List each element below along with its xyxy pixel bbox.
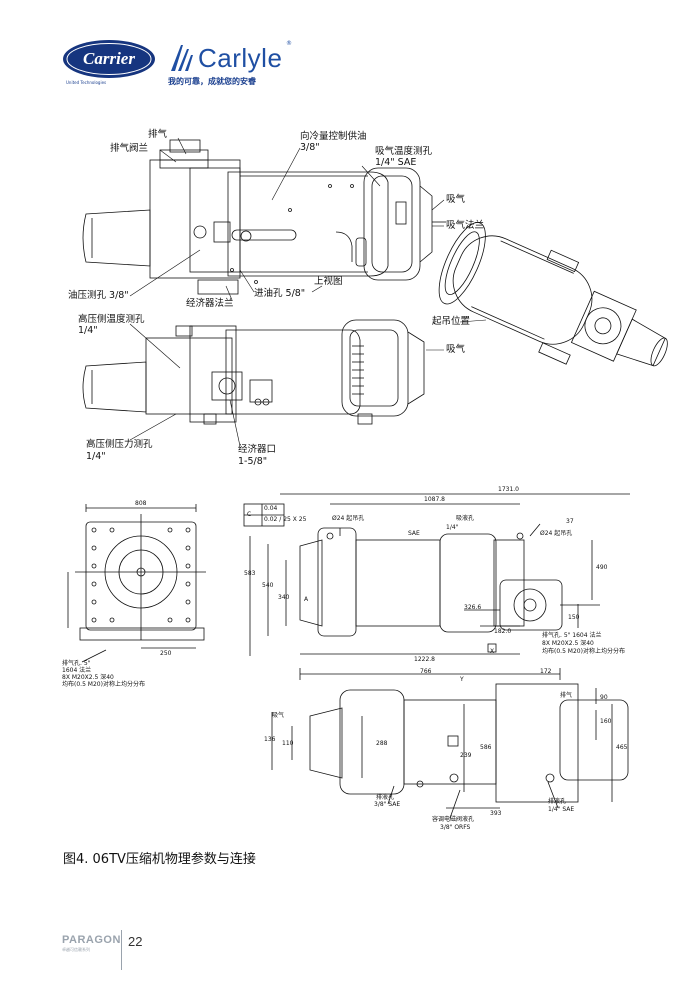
carrier-logo: Carrier: [63, 40, 155, 78]
datum-y: Y: [460, 676, 464, 683]
dim-150: 150: [568, 614, 580, 621]
label-hp-temp-size: 1/4": [78, 325, 98, 336]
label-exhaust-flange: 排气阀兰: [110, 143, 149, 154]
lift-hole-right: Ø24 起吊孔: [540, 530, 573, 537]
dim-quarter: 1/4": [446, 524, 459, 531]
label-hp-pressure: 高压侧压力测孔: [86, 439, 153, 450]
label-exhaust: 排气: [148, 129, 168, 140]
flatness-b: 0.02 / 25 X 25: [264, 516, 307, 523]
label-oil-port: 油压测孔 3/8": [68, 290, 129, 301]
discharge-note: 吸液孔: [456, 515, 475, 522]
drain-port-right: 排液孔: [548, 798, 567, 805]
dim-583: 583: [244, 570, 256, 577]
dim-sae: SAE: [408, 530, 420, 537]
trademark-mark: ®: [286, 40, 292, 47]
dim-540: 540: [262, 582, 274, 589]
dim-766: 766: [420, 668, 432, 675]
dim-340: 340: [278, 594, 290, 601]
suction-small: 吸气: [272, 712, 285, 719]
dim-239: 239: [460, 752, 472, 759]
label-cooling-supply-size: 3/8": [300, 142, 320, 153]
label-suction-temp-size: 1/4" SAE: [375, 157, 417, 168]
dim-465: 465: [616, 744, 628, 751]
dimensioned-side-view: [271, 668, 629, 819]
dim-110: 110: [282, 740, 294, 747]
drain-port-label: 排液孔: [376, 794, 395, 801]
dim-172: 172: [540, 668, 552, 675]
right-note-1: 排气孔. 5" 1604 法兰: [542, 632, 602, 639]
label-hp-temp: 高压侧温度测孔: [78, 314, 145, 325]
dim-front-width: 808: [135, 500, 147, 507]
dim-total-length: 1731.0: [498, 486, 519, 493]
label-economizer-port: 经济器口: [238, 444, 277, 455]
label-top-view: 上视图: [314, 276, 343, 287]
dimensioned-top-view: [243, 493, 630, 656]
paragon-logo: PARAGON 卓越可信赖系列: [62, 934, 121, 953]
right-note-3: 均布(0.5 M20)对称上均分分布: [542, 648, 625, 655]
paragon-wordmark: PARAGON: [62, 934, 121, 946]
paragon-sub: 卓越可信赖系列: [62, 947, 90, 952]
label-suction-flange: 吸气法兰: [446, 220, 485, 231]
front-note-2: 1604 法兰: [62, 667, 92, 674]
dim-sae-14: 1/4" SAE: [548, 806, 575, 813]
orfs-size: 3/8" ORFS: [440, 824, 471, 831]
compressor-side-view: [82, 319, 425, 425]
carlyle-logo: Carlyle: [168, 38, 282, 78]
carlyle-mark-icon: [171, 45, 193, 71]
dim-sae-38: 3/8" SAE: [374, 801, 401, 808]
label-suction-temp: 吸气温度测孔: [375, 146, 433, 157]
datum-a: A: [304, 596, 309, 603]
dim-1222: 1222.8: [414, 656, 435, 663]
capacity-port: 容调电磁阀液孔: [432, 816, 475, 823]
label-lifting-position: 起吊位置: [432, 316, 471, 327]
label-suction: 吸气: [446, 194, 466, 205]
svg-text:Carrier: Carrier: [83, 49, 135, 68]
compressor-isometric-view: [438, 222, 668, 367]
dim-136: 136: [264, 736, 276, 743]
dim-490: 490: [596, 564, 608, 571]
label-side-suction: 吸气: [446, 344, 466, 355]
right-note-2: 8X M20X2.5 深40: [542, 640, 594, 647]
callout-leaders: [129, 137, 487, 447]
dim-586: 586: [480, 744, 492, 751]
dim-288: 288: [376, 740, 388, 747]
figure-caption: 图4. 06TV压缩机物理参数与连接: [63, 852, 256, 867]
label-cooling-supply: 向冷量控制供油: [300, 131, 367, 142]
label-oil-inlet: 进油孔 5/8": [254, 288, 306, 299]
front-view-drawing: [67, 504, 206, 663]
dim-326: 326.6: [464, 604, 482, 611]
dim-160: 160: [600, 718, 612, 725]
dim-90: 90: [600, 694, 608, 701]
front-note-4: 均布(0.5 M20)对称上均分分布: [62, 681, 145, 688]
slogan: 我的可靠，成就您的安睿: [168, 77, 256, 86]
datum-c: C: [247, 511, 252, 518]
carrier-sub-brand: United Technologies: [66, 80, 107, 85]
label-economizer-flange: 经济器法兰: [186, 298, 234, 309]
page-number: 22: [128, 934, 143, 949]
dim-length-1: 1087.8: [424, 496, 445, 503]
exhaust-small: 排气: [560, 692, 573, 699]
dim-37: 37: [566, 518, 574, 525]
dim-393: 393: [490, 810, 502, 817]
label-economizer-port-size: 1-5/8": [238, 456, 268, 467]
compressor-top-view: [82, 139, 446, 295]
flatness-a: 0.04: [264, 505, 278, 512]
lift-hole-left: Ø24 起吊孔: [332, 515, 365, 522]
dim-front-bottom: 250: [160, 650, 172, 657]
footer-divider: [121, 930, 122, 970]
datum-x: X: [490, 648, 495, 655]
front-note-1: 排气孔. 5": [62, 660, 91, 667]
carlyle-wordmark: Carlyle: [198, 42, 283, 73]
front-note-3: 8X M20X2.5 深40: [62, 674, 114, 681]
dim-182: 182.0: [494, 628, 512, 635]
label-hp-pressure-size: 1/4": [86, 451, 106, 462]
